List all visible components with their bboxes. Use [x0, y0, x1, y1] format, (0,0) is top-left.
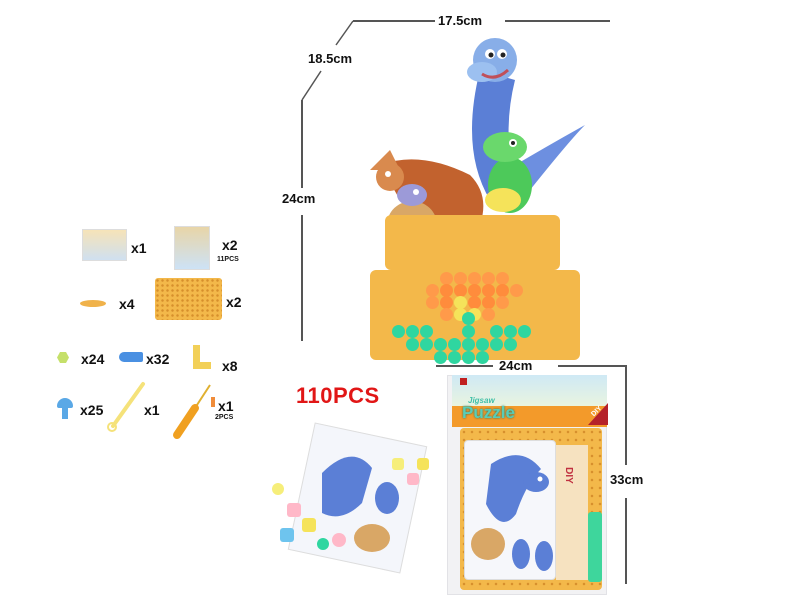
qty-puzzle-sheet: x2	[222, 237, 238, 253]
dim-label-height: 24cm	[282, 191, 316, 206]
green-dino-figure	[483, 132, 532, 213]
part-screw	[119, 352, 143, 362]
part-l-bracket	[193, 345, 211, 369]
peg-piece	[332, 533, 346, 547]
part-mushroom-peg	[57, 398, 73, 408]
dim-label-pkg-width: 24cm	[499, 358, 533, 373]
nut-piece	[407, 473, 419, 485]
package-inner-label-text: DIY	[562, 467, 574, 484]
assembled-toy	[360, 30, 590, 364]
triceratops-figure	[370, 150, 484, 230]
screw-piece	[280, 528, 294, 542]
part-wrench	[107, 382, 145, 432]
qty-mushroom-peg: x25	[80, 402, 104, 418]
package-dino-cutout	[471, 455, 553, 571]
qty-board-foot: x4	[119, 296, 135, 312]
dim-line-width-top	[353, 20, 435, 22]
nut-piece	[392, 458, 404, 470]
package-title-top: Jigsaw	[468, 396, 495, 405]
dim-line-height-bottom	[301, 215, 303, 341]
screw-piece	[287, 503, 301, 517]
dim-line-pkg-height-bottom	[625, 498, 627, 584]
dim-line-pkg-height-top	[625, 365, 627, 465]
note-puzzle-sheet: 11PCS	[217, 256, 239, 263]
dim-label-width: 17.5cm	[438, 13, 483, 28]
qty-screw: x32	[146, 351, 170, 367]
dino-cutout-loose	[322, 456, 399, 552]
qty-pegboard: x2	[226, 294, 242, 310]
part-mushroom-peg-stem	[62, 407, 68, 419]
peg-pattern-green	[372, 312, 572, 370]
nut-piece	[272, 483, 284, 495]
dim-line-pkg-width-left	[436, 365, 493, 367]
qty-instruction-card: x1	[131, 240, 147, 256]
peg-pattern-orange	[420, 272, 550, 321]
package-green-pieces	[588, 512, 602, 582]
package-title-main: Puzzle	[462, 403, 515, 422]
dim-line-width-top-right	[505, 20, 610, 22]
dim-line-depth	[301, 20, 354, 101]
qty-l-bracket: x8	[222, 358, 238, 374]
qty-wrench: x1	[144, 402, 160, 418]
part-puzzle-sheet	[174, 226, 210, 270]
part-nut	[57, 352, 69, 363]
part-pegboard	[155, 278, 222, 320]
dim-label-pkg-height: 33cm	[610, 472, 644, 487]
part-screwdriver	[173, 384, 215, 439]
loose-pieces-pile	[262, 422, 432, 598]
qty-screwdriver: x1	[218, 398, 234, 414]
note-screwdriver: 2PCS	[215, 414, 234, 421]
part-instruction-card	[82, 229, 127, 261]
package-inner-label	[556, 445, 588, 580]
qty-nut: x24	[81, 351, 105, 367]
nut-piece	[317, 538, 329, 550]
pegboard-back	[385, 215, 560, 270]
package-header-card	[452, 375, 607, 427]
screw-piece	[302, 518, 316, 532]
dim-label-depth: 18.5cm	[308, 51, 353, 66]
piece-count-label: 110PCS	[296, 383, 380, 408]
nut-piece	[417, 458, 429, 470]
dim-line-height-top	[301, 100, 303, 188]
part-board-foot	[80, 300, 106, 307]
dim-line-pkg-width-right	[558, 365, 626, 367]
package-logo-square	[460, 378, 467, 385]
